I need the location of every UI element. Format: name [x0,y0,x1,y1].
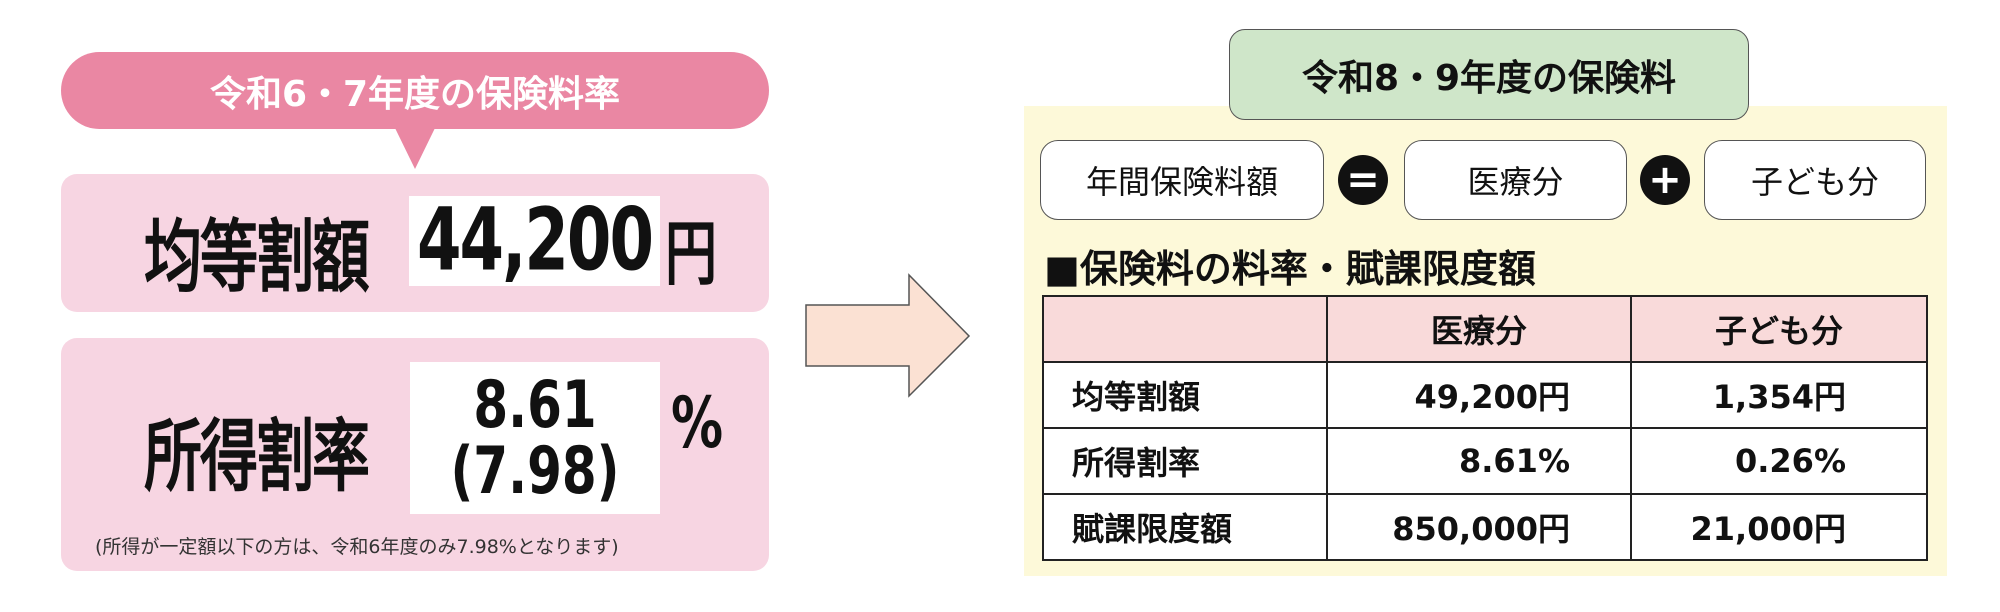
equals-circle-icon: = [1338,155,1388,205]
children-value: 1,354円 [1630,361,1928,429]
income-rate-label: 所得割率 [144,410,370,503]
table-row: 所得割率 8.61% 0.26% [1042,427,1928,495]
income-rate-value-box: 8.61 (7.98) [410,362,660,514]
medical-value: 850,000円 [1326,493,1632,561]
formula-total: 年間保険料額 [1040,140,1324,220]
row-label: 所得割率 [1042,427,1328,495]
callout-pointer [395,128,435,169]
row-label: 均等割額 [1042,361,1328,429]
income-rate-box: 所得割率 8.61 (7.98) % [61,338,769,571]
income-rate-unit: % [671,383,724,465]
formula-medical: 医療分 [1404,140,1627,220]
children-value: 0.26% [1630,427,1928,495]
table-header-medical: 医療分 [1326,295,1632,363]
income-rate-value: 8.61 [473,367,597,443]
medical-value: 8.61% [1326,427,1632,495]
new-rate-title: 令和8・9年度の保険料 [1229,29,1749,120]
income-rate-reduced-value: (7.98) [450,433,620,509]
table-header-children: 子ども分 [1630,295,1928,363]
table-row: 賦課限度額 850,000円 21,000円 [1042,493,1928,561]
table-header-blank [1042,295,1328,363]
current-rate-title: 令和6・7年度の保険料率 [61,52,769,129]
right-arrow-icon [805,273,971,398]
children-value: 21,000円 [1630,493,1928,561]
formula-children: 子ども分 [1704,140,1926,220]
per-capita-box: 均等割額 44,200 円 [61,174,769,312]
row-label: 賦課限度額 [1042,493,1328,561]
per-capita-value: 44,200 [417,191,654,291]
per-capita-label: 均等割額 [144,210,370,303]
table-header-row: 医療分 子ども分 [1042,295,1928,363]
rates-heading: ■保険料の料率・賦課限度額 [1044,247,1536,291]
per-capita-unit: 円 [665,214,718,296]
medical-value: 49,200円 [1326,361,1632,429]
footnote: (所得が一定額以下の方は、令和6年度のみ7.98%となります) [95,536,619,558]
rates-table: 医療分 子ども分 均等割額 49,200円 1,354円 所得割率 8.61% … [1042,295,1928,561]
plus-circle-icon: + [1640,155,1690,205]
table-row: 均等割額 49,200円 1,354円 [1042,361,1928,429]
per-capita-value-box: 44,200 [409,191,660,291]
